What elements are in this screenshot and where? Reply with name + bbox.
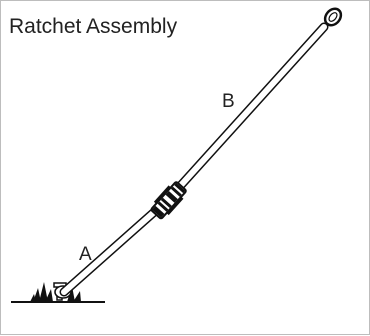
label-b: B bbox=[222, 91, 235, 112]
ratchet-mechanism-icon bbox=[150, 181, 187, 220]
diagram-title: Ratchet Assembly bbox=[9, 15, 178, 38]
label-a: A bbox=[79, 244, 92, 265]
